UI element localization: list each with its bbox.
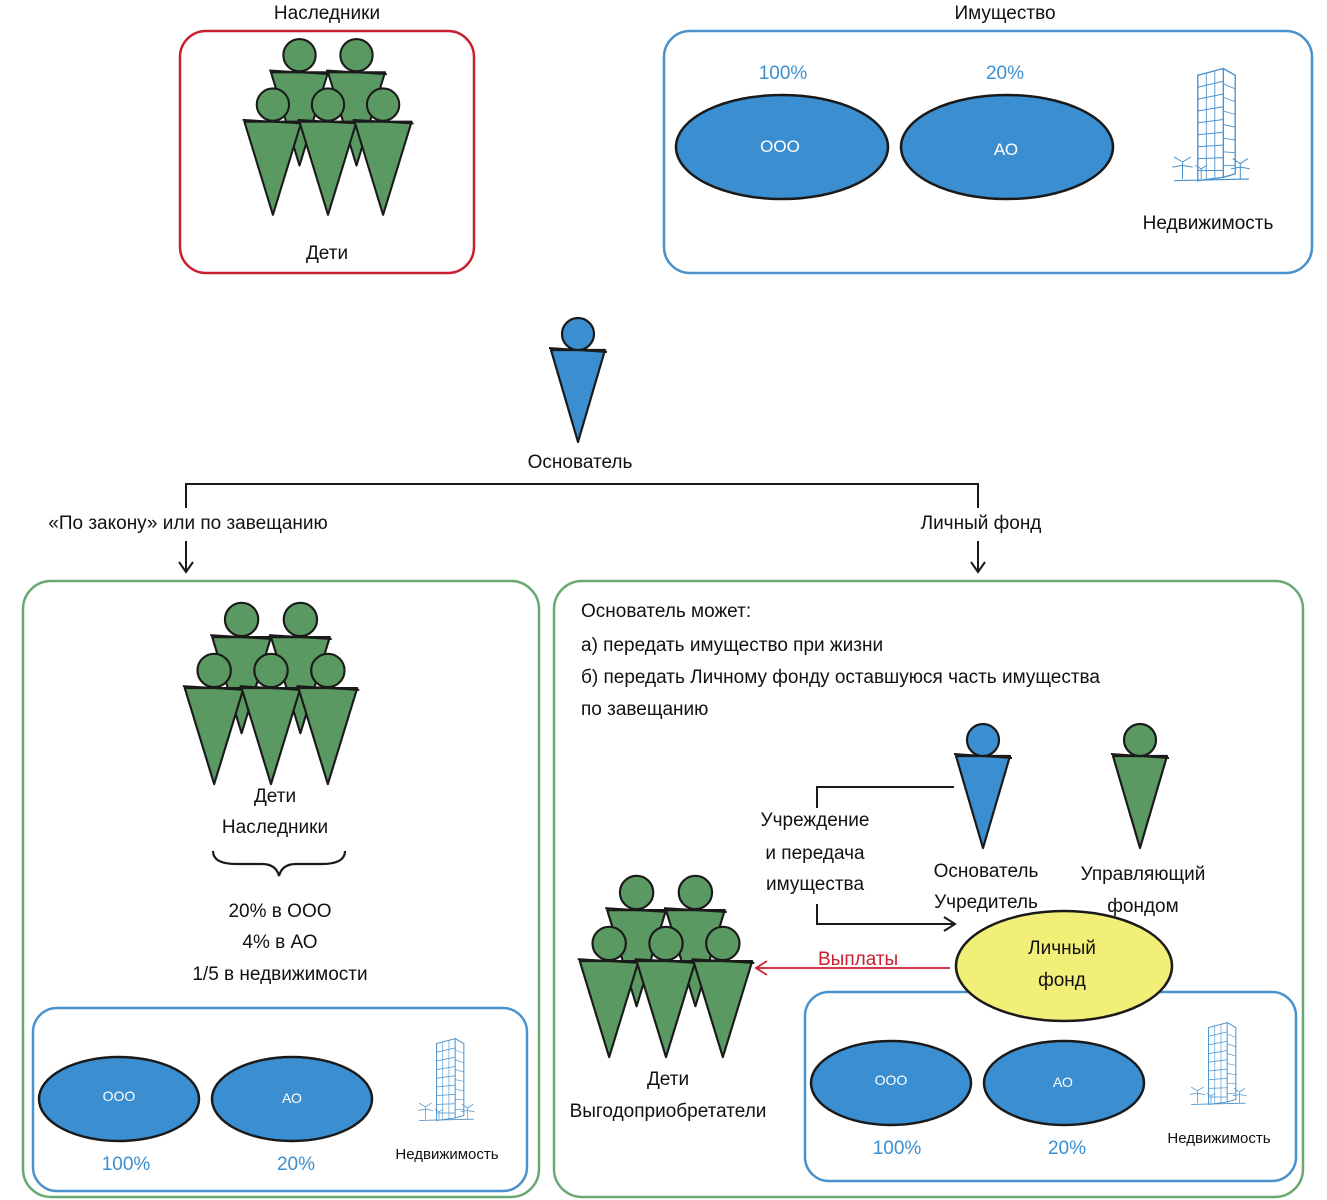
left-children-label: Дети bbox=[254, 786, 296, 807]
manager-line-2: фондом bbox=[1107, 896, 1178, 917]
left-ao-oval bbox=[210, 1055, 374, 1143]
arrow-down-right-icon bbox=[970, 541, 986, 574]
fund-ao-oval bbox=[982, 1039, 1146, 1127]
realty-label: Недвижимость bbox=[1143, 213, 1274, 234]
payouts-label: Выплаты bbox=[818, 949, 898, 970]
heirs-title: Наследники bbox=[274, 3, 380, 24]
left-ooo-label: ООО bbox=[103, 1088, 136, 1104]
left-ao-label: АО bbox=[282, 1090, 302, 1106]
branch-connector bbox=[185, 483, 979, 508]
heirs-children-label: Дети bbox=[306, 243, 348, 264]
left-property-box bbox=[31, 1006, 529, 1193]
left-ooo-percent: 100% bbox=[102, 1154, 151, 1175]
establish-line-3: имущества bbox=[766, 874, 864, 895]
ooo-percent: 100% bbox=[759, 63, 808, 84]
share-line-3: 1/5 в недвижимости bbox=[192, 964, 367, 985]
right-text-line-1: Основатель может: bbox=[581, 601, 751, 622]
payouts-arrow-icon bbox=[754, 960, 950, 976]
manager-line-1: Управляющий bbox=[1081, 864, 1206, 885]
fund-ooo-oval bbox=[809, 1039, 973, 1127]
fund-ooo-label: ООО bbox=[875, 1072, 908, 1088]
property-title: Имущество bbox=[954, 3, 1055, 24]
ao-percent: 20% bbox=[986, 63, 1024, 84]
founder-icon bbox=[547, 316, 609, 444]
left-heirs-label: Наследники bbox=[222, 817, 328, 838]
beneficiaries-label: Выгодоприобретатели bbox=[570, 1101, 767, 1122]
ao-label: АО bbox=[994, 140, 1018, 159]
children-group-icon bbox=[243, 39, 414, 215]
fund-manager-icon bbox=[1110, 722, 1170, 850]
personal-fund-oval bbox=[954, 909, 1174, 1023]
fund-line-1: Личный bbox=[1028, 938, 1096, 959]
fund-ao-percent: 20% bbox=[1048, 1138, 1086, 1159]
children-heirs-group-icon bbox=[183, 603, 359, 784]
left-ooo-oval bbox=[37, 1055, 201, 1143]
property-box bbox=[662, 29, 1314, 275]
right-children-label: Дети bbox=[647, 1069, 689, 1090]
establish-arrow-icon bbox=[816, 904, 957, 932]
right-text-line-2: а) передать имущество при жизни bbox=[581, 635, 883, 656]
arrow-down-left-icon bbox=[178, 541, 194, 574]
left-ao-percent: 20% bbox=[277, 1154, 315, 1175]
right-text-line-3: б) передать Личному фонду оставшуюся час… bbox=[581, 667, 1100, 688]
ooo-oval bbox=[674, 93, 890, 201]
founder-line-2: Учредитель bbox=[934, 892, 1038, 913]
establish-connector-top bbox=[816, 786, 954, 808]
establish-line-2: и передача bbox=[765, 843, 865, 864]
share-line-1: 20% в ООО bbox=[228, 901, 331, 922]
branch-left-label: «По закону» или по завещанию bbox=[48, 513, 328, 534]
founder-label: Основатель bbox=[528, 452, 633, 473]
fund-building-icon bbox=[1189, 1022, 1247, 1105]
left-realty-label: Недвижимость bbox=[395, 1146, 498, 1163]
beneficiaries-group-icon bbox=[578, 876, 754, 1057]
fund-line-2: фонд bbox=[1038, 970, 1086, 991]
building-icon bbox=[1171, 67, 1251, 182]
fund-realty-label: Недвижимость bbox=[1167, 1130, 1270, 1147]
founder-line-1: Основатель bbox=[934, 861, 1039, 882]
right-text-line-4: по завещанию bbox=[581, 699, 708, 720]
curly-brace bbox=[211, 850, 347, 877]
heirs-box bbox=[178, 29, 476, 275]
branch-right-label: Личный фонд bbox=[921, 513, 1042, 534]
establish-line-1: Учреждение bbox=[761, 810, 870, 831]
ooo-label: ООО bbox=[760, 137, 800, 156]
inheritance-box bbox=[21, 579, 541, 1199]
personal-fund-box bbox=[552, 579, 1305, 1199]
fund-ao-label: АО bbox=[1053, 1074, 1073, 1090]
fund-ooo-percent: 100% bbox=[873, 1138, 922, 1159]
left-building-icon bbox=[417, 1038, 475, 1121]
share-line-2: 4% в АО bbox=[242, 932, 317, 953]
ao-oval bbox=[899, 93, 1115, 201]
founder-establisher-icon bbox=[952, 722, 1014, 850]
